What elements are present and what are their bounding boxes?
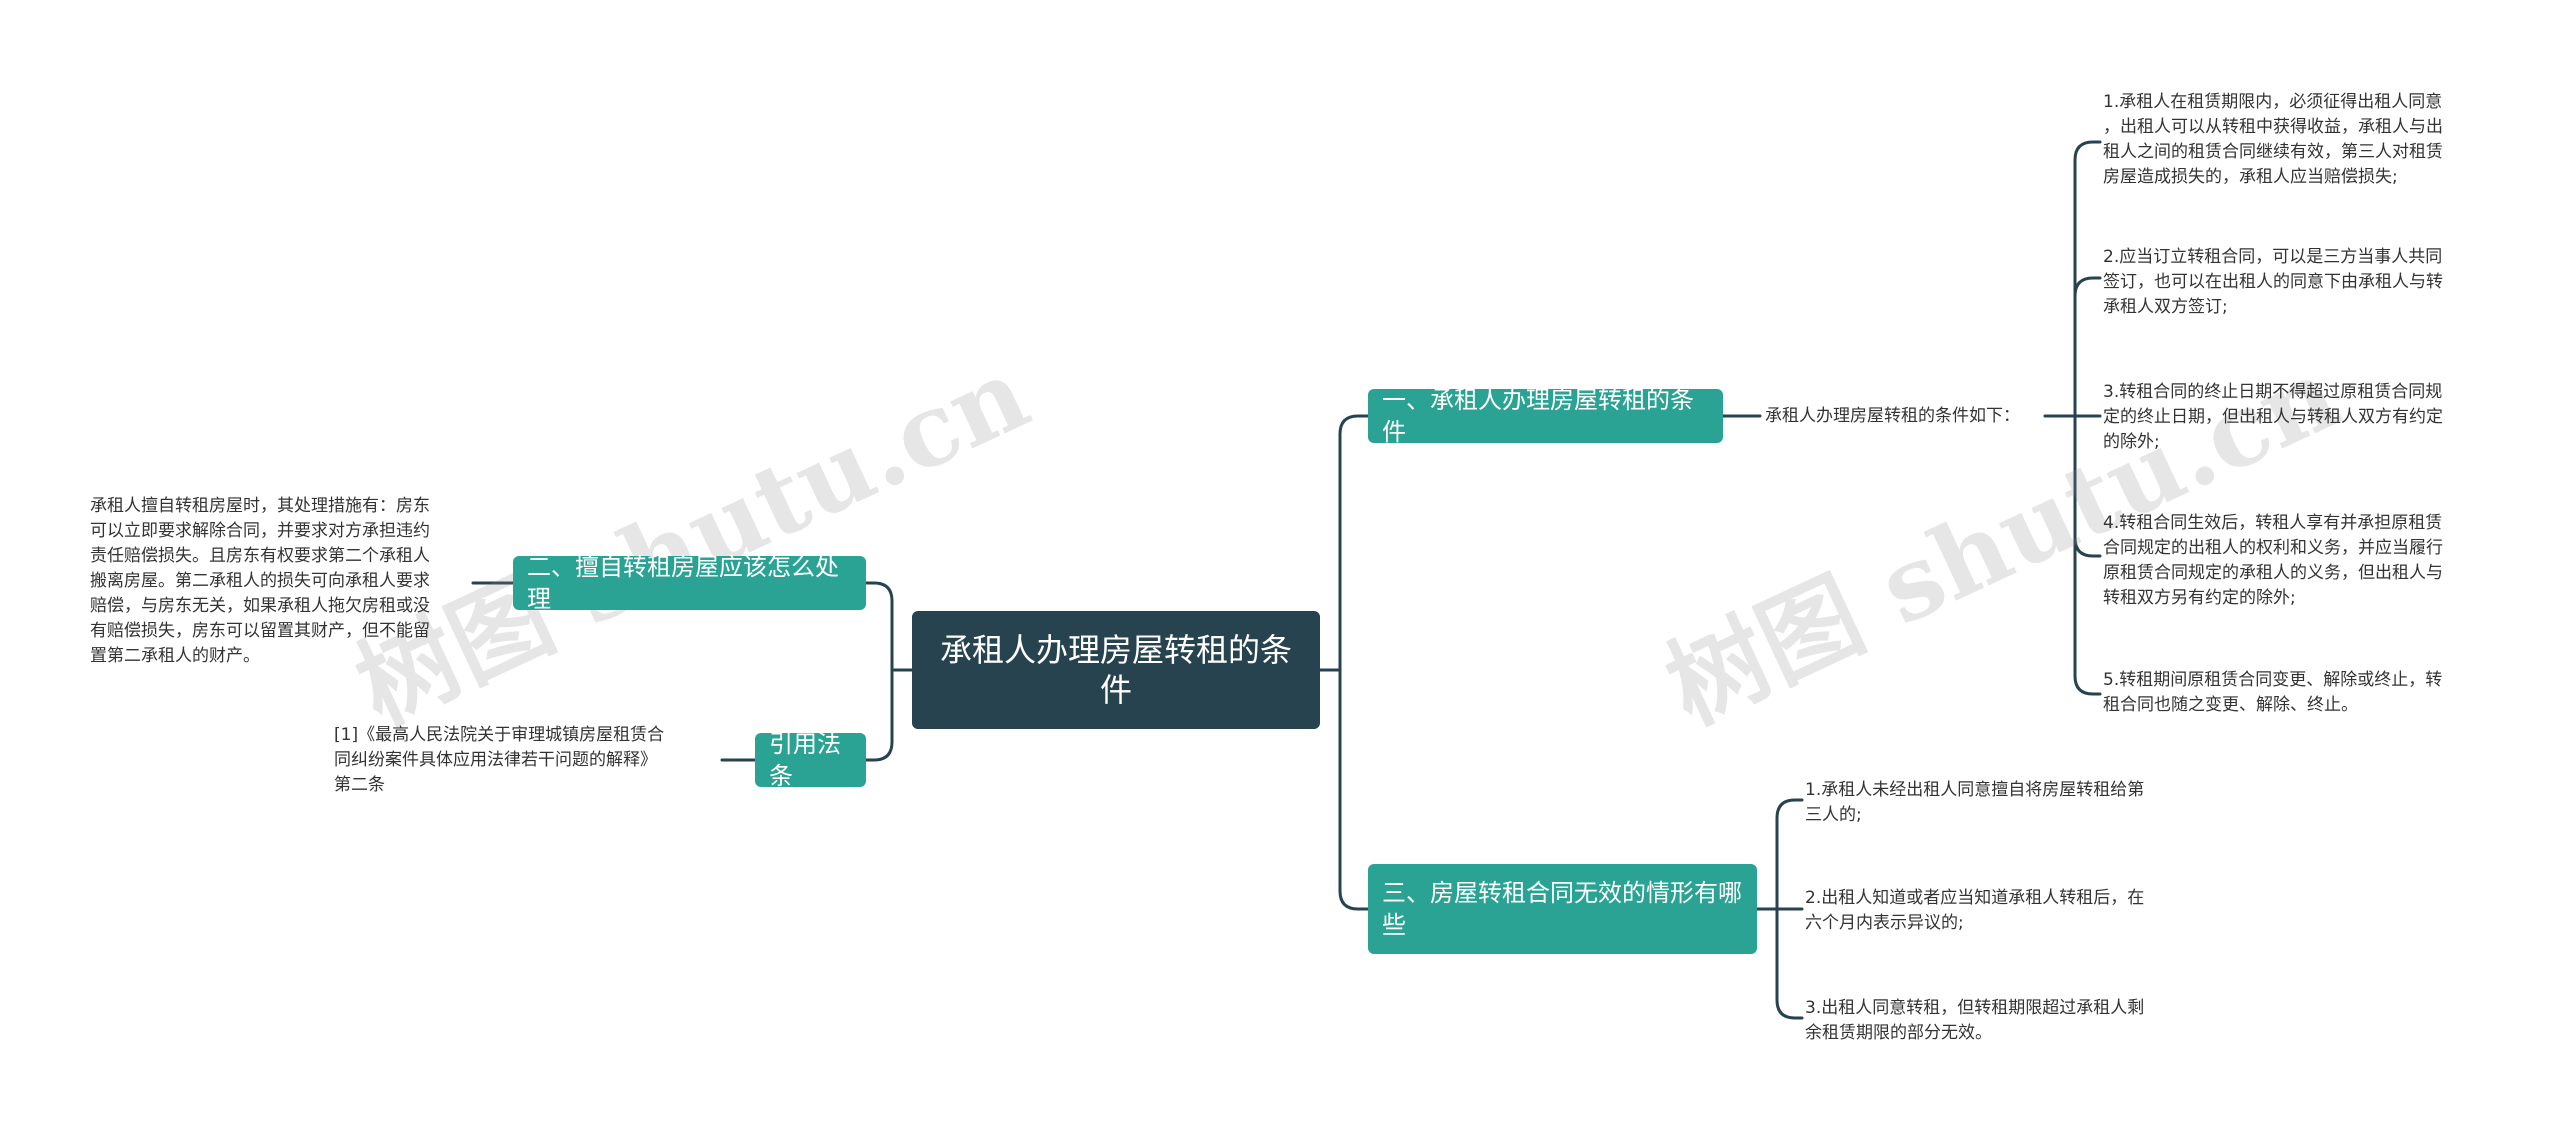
condition-item-5: 5.转租期间原租赁合同变更、解除或终止，转 租合同也随之变更、解除、终止。 [2103,670,2443,715]
root-node[interactable]: 承租人办理房屋转租的条件 [912,611,1320,729]
branch-label-invalid-cases: 三、房屋转租合同无效的情形有哪 些 [1382,879,1742,939]
invalid-case-item-1: 1.承租人未经出租人同意擅自将房屋转租给第 三人的; [1805,780,2145,825]
branch-label-unauthorized-sublet: 二、擅自转租房屋应该怎么处理 [527,553,839,613]
condition-item-3: 3.转租合同的终止日期不得超过原租赁合同规 定的终止日期，但出租人与转租人双方有… [2103,382,2443,452]
condition-item-4: 4.转租合同生效后，转租人享有并承担原租赁 合同规定的出租人的权利和义务，并应当… [2103,513,2443,608]
condition-item-1: 1.承租人在租赁期限内，必须征得出租人同意 ，出租人可以从转租中获得收益，承租人… [2103,92,2443,187]
branch-node-unauthorized-sublet[interactable]: 二、擅自转租房屋应该怎么处理 [513,553,866,613]
invalid-case-item-2: 2.出租人知道或者应当知道承租人转租后，在 六个月内表示异议的; [1805,888,2145,933]
branch-label-legal-citation: 引用法条 [769,730,841,790]
unauthorized-sublet-text: 承租人擅自转租房屋时，其处理措施有：房东 可以立即要求解除合同，并要求对方承担违… [90,496,430,666]
branch-label-conditions: 一、承租人办理房屋转租的条件 [1382,386,1694,446]
branch-node-conditions[interactable]: 一、承租人办理房屋转租的条件 [1368,386,1723,446]
conditions-intro-text: 承租人办理房屋转租的条件如下： [1765,406,2020,426]
root-title: 承租人办理房屋转租的条件 [939,631,1292,709]
branch-node-legal-citation[interactable]: 引用法条 [755,730,866,790]
condition-item-2: 2.应当订立转租合同，可以是三方当事人共同 签订，也可以在出租人的同意下由承租人… [2103,247,2443,317]
branch-node-invalid-cases[interactable]: 三、房屋转租合同无效的情形有哪 些 [1368,864,1757,954]
legal-citation-text: [1]《最高人民法院关于审理城镇房屋租赁合 同纠纷案件具体应用法律若干问题的解释… [334,725,665,795]
invalid-case-item-3: 3.出租人同意转租，但转租期限超过承租人剩 余租赁期限的部分无效。 [1805,998,2145,1043]
